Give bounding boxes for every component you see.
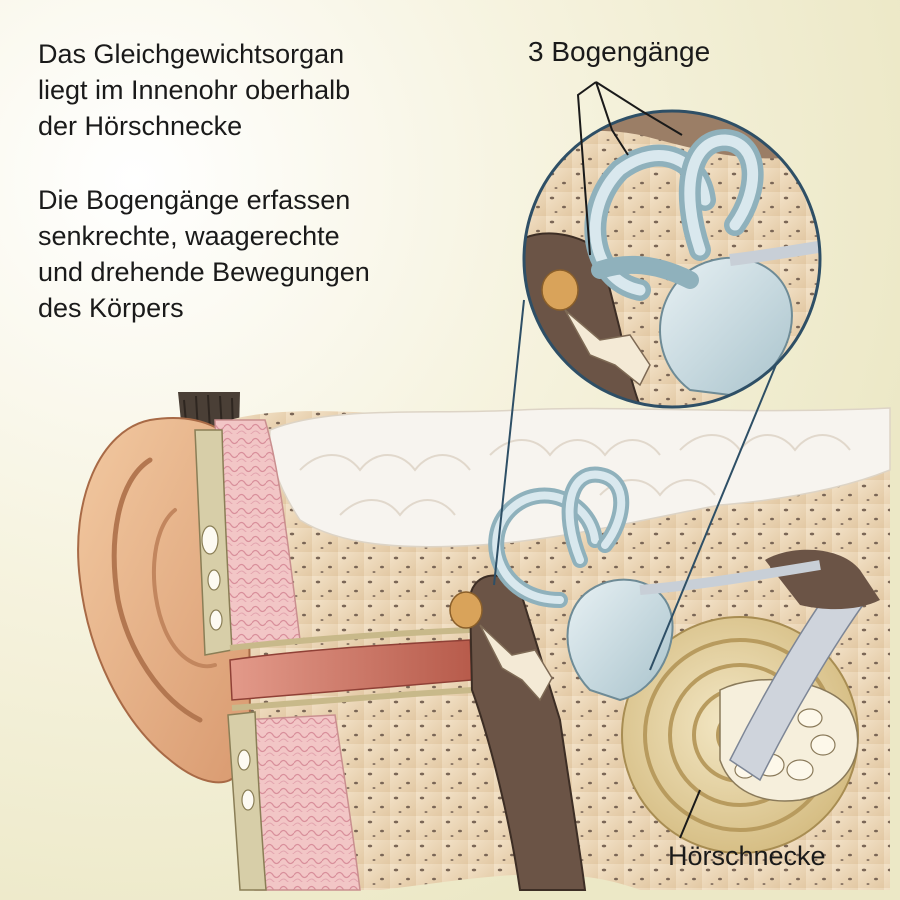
hoerschnecke-pointer xyxy=(679,789,701,839)
ear-canal-lower-wall xyxy=(231,687,473,711)
text-line: senkrechte, waagerechte xyxy=(38,221,340,251)
text-line: Das Gleichgewichtsorgan xyxy=(38,39,345,69)
label-hoerschnecke: Hörschnecke xyxy=(668,841,826,871)
pinna-fold xyxy=(111,457,203,723)
zoom-connector-right xyxy=(649,354,781,671)
bogengaenge-pointers xyxy=(576,81,683,256)
text-line: des Körpers xyxy=(38,293,184,323)
cartilage-openings xyxy=(201,525,255,811)
ossicles xyxy=(479,624,553,702)
description-paragraph-1: Das Gleichgewichtsorgan liegt im Innenoh… xyxy=(38,36,498,144)
text-line: der Hörschnecke xyxy=(38,111,243,141)
malleus xyxy=(449,591,483,629)
text-line: Die Bogengänge erfassen xyxy=(38,185,351,215)
label-bogengaenge: 3 Bogengänge xyxy=(528,36,711,67)
text-line: liegt im Innenohr oberhalb xyxy=(38,75,351,105)
zoom-ring xyxy=(522,109,822,409)
ear-canal-upper-wall xyxy=(229,627,471,651)
zoom-connector-left xyxy=(493,299,525,586)
vestibular-system xyxy=(488,466,821,702)
description-paragraph-2: Die Bogengänge erfassen senkrechte, waag… xyxy=(38,182,508,326)
text-line: und drehende Bewegungen xyxy=(38,257,370,287)
brain-folds xyxy=(299,434,851,517)
pinna-inner-fold xyxy=(151,508,217,669)
